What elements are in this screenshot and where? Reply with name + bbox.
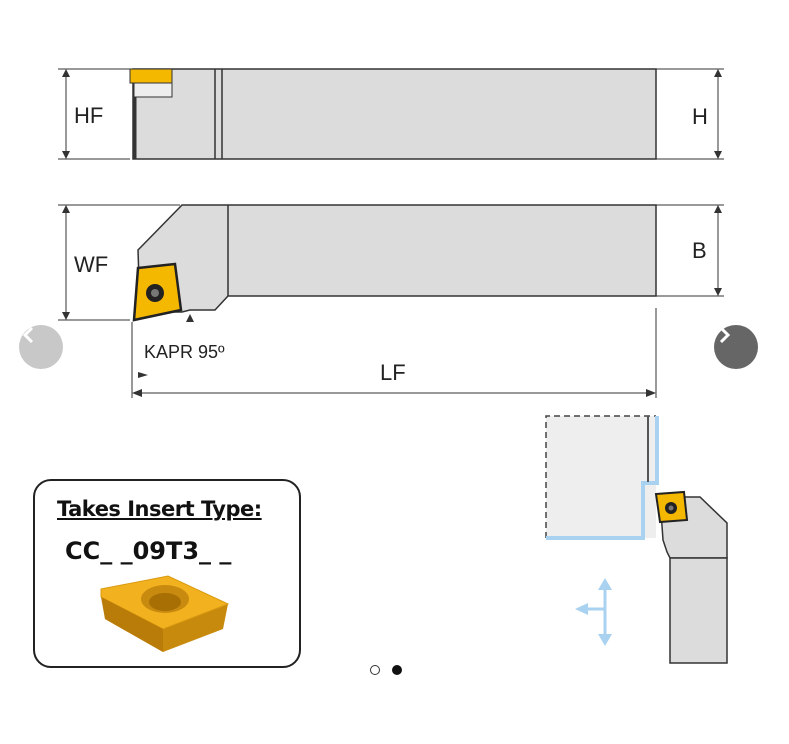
h-label: H — [692, 104, 708, 129]
wf-label: WF — [74, 252, 108, 277]
insert-type-title: Takes Insert Type: — [57, 497, 262, 521]
carousel-next-button[interactable] — [714, 325, 758, 369]
carousel-prev-button[interactable] — [19, 325, 63, 369]
carousel-dot-2[interactable] — [392, 665, 402, 675]
b-label: B — [692, 238, 707, 263]
insert-image — [100, 575, 230, 652]
insert-type-box: Takes Insert Type: CC_ _09T3_ _ — [33, 479, 301, 668]
top-view: HF H — [58, 68, 724, 160]
insert-top-icon — [129, 68, 173, 84]
side-view: WF B KAPR 95º LF — [58, 204, 724, 398]
hf-label: HF — [74, 103, 103, 128]
feed-direction-arrows-icon — [575, 578, 612, 646]
insert-type-code: CC_ _09T3_ _ — [65, 537, 232, 565]
carousel-indicators — [370, 665, 402, 675]
carousel-dot-1[interactable] — [370, 665, 380, 675]
lf-label: LF — [380, 360, 406, 385]
application-view — [545, 415, 728, 664]
kapr-label: KAPR 95º — [144, 342, 225, 362]
chevron-right-icon — [719, 326, 731, 344]
chevron-left-icon — [22, 326, 34, 344]
